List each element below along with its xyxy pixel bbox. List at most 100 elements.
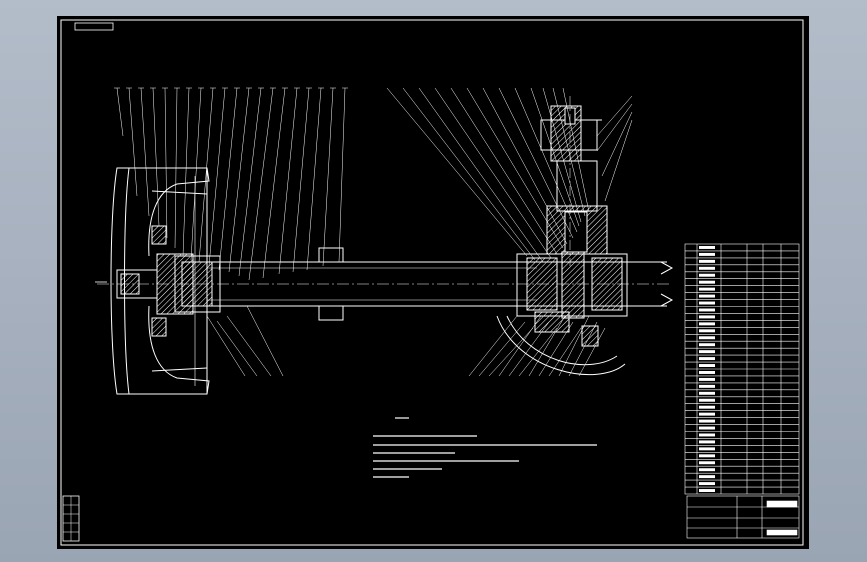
parts-table-text-mark [699, 294, 715, 298]
parts-list-table [684, 243, 800, 495]
parts-table-text-mark [699, 384, 715, 388]
assembly-drawing [60, 19, 804, 546]
parts-table-text-mark [699, 482, 715, 486]
parts-table-text-mark [699, 301, 715, 305]
leader-line [216, 320, 258, 377]
pinion-tower [540, 96, 608, 266]
leader-line [116, 87, 124, 137]
parts-table-text-mark [699, 426, 715, 430]
leader-line [418, 87, 544, 263]
leader-line [182, 87, 190, 257]
frame-tag-box [74, 22, 114, 31]
leader-line [601, 111, 633, 177]
parts-table-text-mark [699, 454, 715, 458]
leader-line [514, 87, 578, 233]
leader-lines [114, 87, 633, 377]
leader-line [174, 87, 178, 249]
leader-line [518, 327, 558, 377]
leader-line [498, 315, 542, 377]
parts-table-text-mark [699, 489, 715, 492]
leader-line [386, 87, 528, 257]
leader-line [434, 87, 552, 259]
leader-line [530, 87, 580, 227]
parts-table-text-mark [699, 440, 715, 444]
leader-line [292, 87, 310, 273]
leader-line [226, 315, 272, 377]
parts-table-text-mark [699, 315, 715, 319]
parts-table-text-mark [699, 412, 715, 416]
parts-table-text-mark [699, 350, 715, 354]
leader-line [466, 87, 564, 249]
parts-table-text-mark [699, 308, 715, 312]
parts-table-text-mark [699, 266, 715, 270]
leader-line [578, 327, 606, 377]
leader-line [208, 87, 226, 267]
leader-line [238, 87, 262, 277]
leader-line [278, 87, 298, 275]
parts-table-text-mark [699, 461, 715, 465]
parts-table-text-mark [699, 252, 715, 256]
parts-table-text-mark [699, 405, 715, 409]
parts-table-text-mark [699, 273, 715, 277]
leader-line [198, 87, 214, 263]
parts-table-text-mark [699, 475, 715, 479]
differential-housing [496, 251, 628, 376]
parts-table-text-mark [699, 357, 715, 361]
leader-line [338, 87, 346, 263]
parts-table-text-mark [699, 280, 715, 284]
parts-table-text-mark [699, 447, 715, 451]
leader-line [190, 87, 202, 261]
leader-line [508, 321, 550, 377]
leader-line [246, 305, 284, 377]
leader-line [128, 87, 138, 197]
leader-line [538, 321, 574, 377]
leader-line [248, 87, 274, 281]
parts-table-text-mark [699, 287, 715, 291]
leader-line [218, 87, 238, 271]
leader-line [498, 87, 574, 239]
parts-table-text-mark [699, 364, 715, 367]
parts-table-text-mark [699, 377, 715, 381]
parts-table-text-mark [699, 391, 715, 395]
parts-table-text-mark [699, 343, 715, 347]
leader-line [140, 87, 150, 217]
leader-line [478, 321, 526, 377]
leader-line [548, 327, 582, 377]
parts-table-text-mark [699, 322, 715, 326]
leader-line [552, 87, 586, 217]
leader-line [206, 315, 246, 377]
leader-line [482, 87, 568, 245]
leader-line [228, 87, 250, 273]
leader-line [402, 87, 536, 261]
parts-table-text-mark [699, 259, 715, 263]
hub-assembly [116, 225, 221, 337]
parts-table-text-mark [699, 371, 715, 374]
parts-table-text-mark [699, 329, 715, 333]
leader-line [528, 315, 566, 377]
leader-line [262, 87, 286, 279]
leader-line [306, 87, 322, 271]
leader-line [604, 119, 633, 202]
drawing-sheet[interactable] [57, 16, 809, 549]
leader-line [558, 315, 590, 377]
parts-table-text-mark [699, 336, 715, 340]
technical-notes [373, 417, 597, 478]
leader-line [596, 95, 633, 137]
axle-shaft [97, 247, 674, 321]
sheet-border [60, 19, 804, 546]
leader-line [164, 87, 168, 239]
parts-table-text-mark [699, 246, 715, 249]
parts-table-text-mark [699, 433, 715, 437]
leader-line [322, 87, 334, 267]
leader-line [468, 315, 518, 377]
title-block [686, 495, 800, 539]
leader-line [596, 103, 633, 152]
parts-table-text-mark [699, 398, 715, 402]
leader-line [542, 87, 582, 223]
leader-line [450, 87, 558, 255]
parts-table-text-mark [699, 468, 715, 472]
leader-line [152, 87, 160, 227]
leader-line [568, 321, 598, 377]
parts-table-text-mark [699, 419, 715, 423]
